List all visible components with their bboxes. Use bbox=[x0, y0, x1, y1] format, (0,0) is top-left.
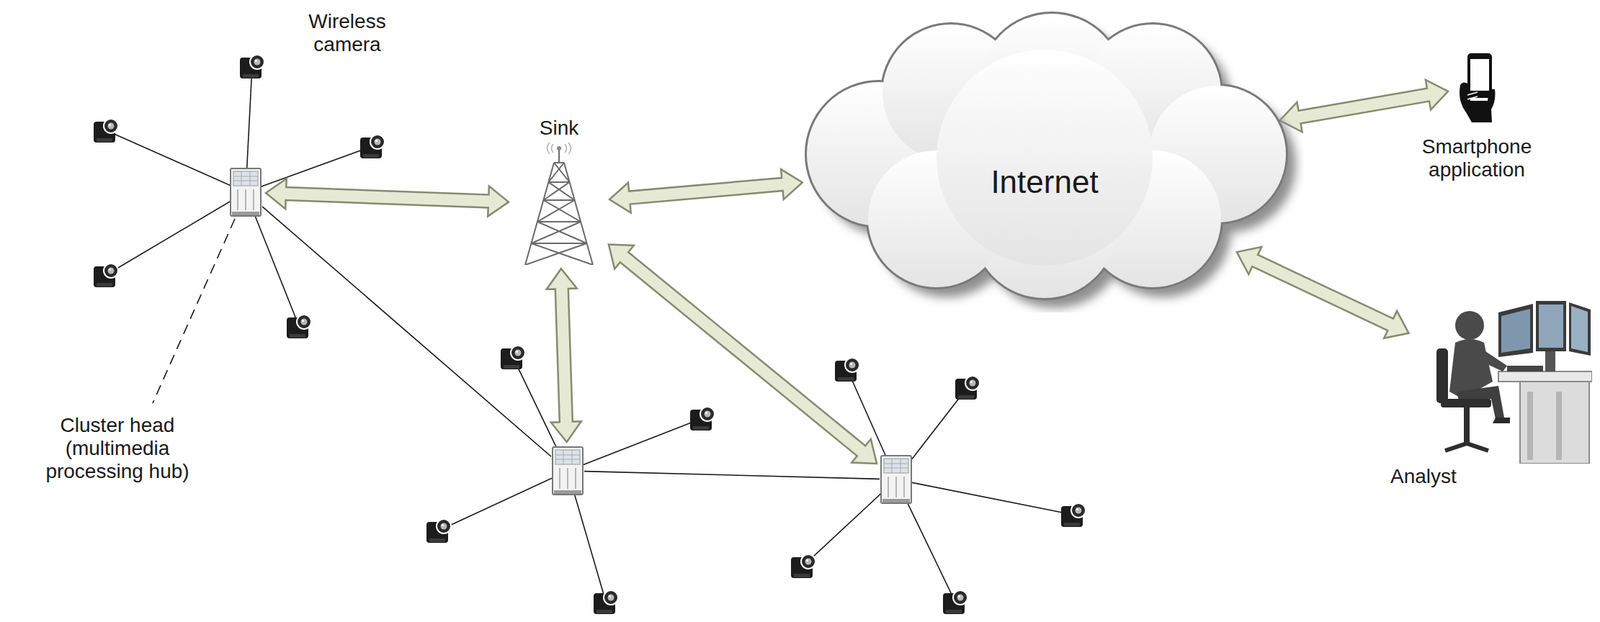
labelled-node: Internet bbox=[785, 10, 1304, 313]
sink-tower bbox=[512, 142, 606, 266]
cluster-head-icon bbox=[229, 167, 263, 218]
internet-cloud bbox=[785, 10, 1304, 313]
block-arrow bbox=[609, 169, 803, 213]
cluster-head-icon bbox=[879, 454, 913, 505]
block-arrow bbox=[265, 178, 509, 217]
smartphone-icon bbox=[1451, 50, 1503, 123]
cluster-head-label: Cluster head (multimedia processing hub) bbox=[30, 414, 204, 485]
link-line bbox=[262, 206, 552, 457]
labelled-node: Smartphone application bbox=[1401, 50, 1553, 182]
block-arrow bbox=[1279, 79, 1448, 132]
block-arrow bbox=[1236, 247, 1410, 339]
camera-label: Wireless camera bbox=[289, 10, 405, 57]
cluster-head bbox=[551, 445, 585, 497]
link-line bbox=[584, 471, 880, 480]
labelled-node: Analyst bbox=[1390, 291, 1596, 489]
cluster-head bbox=[229, 167, 263, 218]
cluster-head-icon bbox=[551, 445, 585, 497]
cloud-label: Internet bbox=[990, 164, 1098, 201]
cluster-head bbox=[879, 454, 913, 505]
block-arrow bbox=[546, 268, 582, 443]
labelled-node: Sink bbox=[504, 116, 614, 266]
analyst-figure bbox=[1411, 291, 1593, 464]
block-arrow bbox=[608, 244, 877, 465]
node-label: Analyst bbox=[1390, 465, 1596, 489]
node-label: Sink bbox=[504, 116, 614, 140]
node-label: Smartphone application bbox=[1401, 135, 1553, 182]
